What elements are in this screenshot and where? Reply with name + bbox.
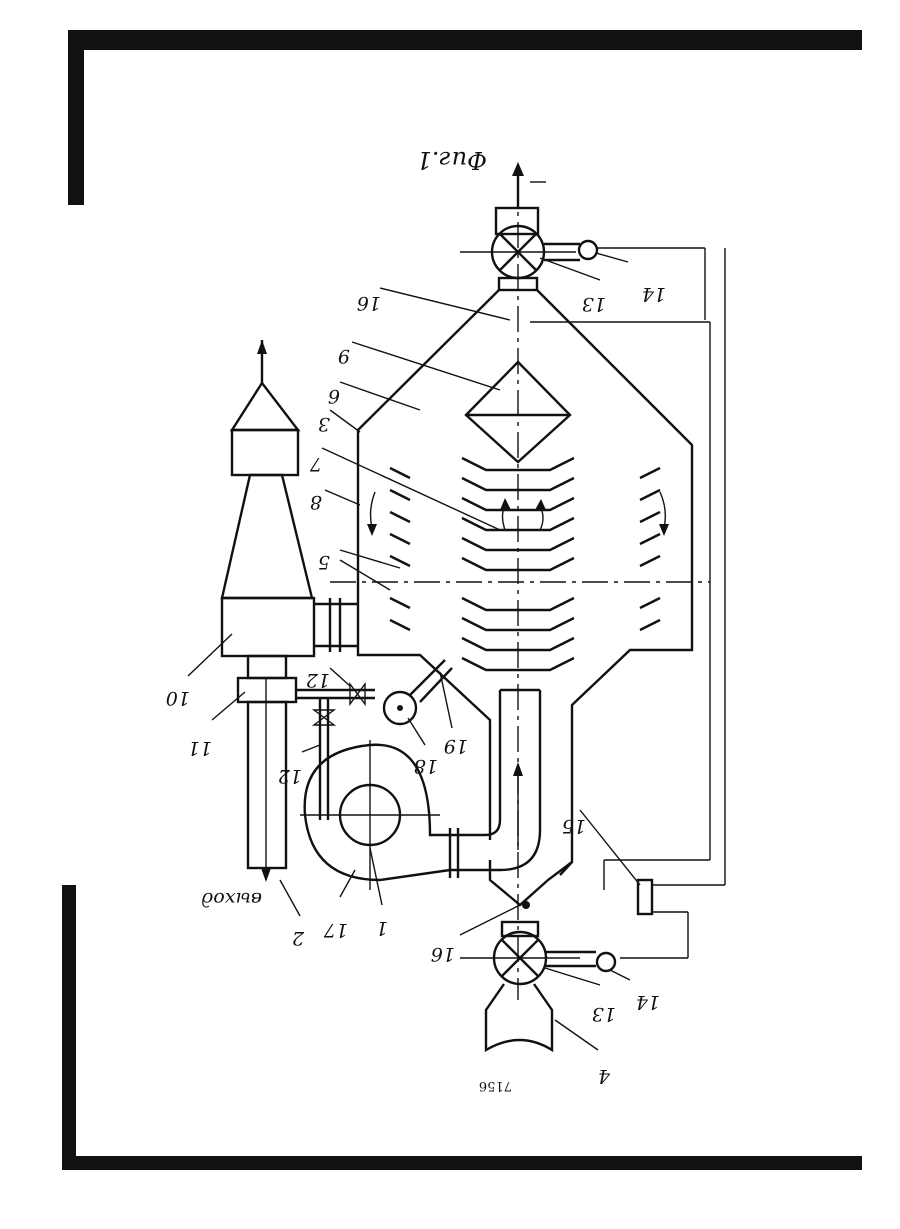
outlet-label: выход [201,888,262,910]
control-lines [530,248,725,958]
rotary-valve-bottom [460,901,615,984]
label-1: 1 [376,917,388,939]
cyclone [222,340,314,882]
feed-hopper [486,984,552,1050]
label-9: 9 [338,345,350,367]
label-4: 4 [598,1065,611,1087]
label-6: 6 [328,385,340,407]
label-11: 11 [188,737,212,759]
feeder-18 [384,660,452,724]
label-10: 10 [166,687,190,709]
label-5: 5 [318,551,330,573]
leader-lines [188,253,640,1050]
label-8: 8 [310,491,322,513]
rotary-valve-top [460,226,597,290]
label-19: 19 [444,735,468,757]
page-number: 7156 [479,1078,512,1093]
piping-12 [296,684,375,820]
label-16-bottom: 16 [431,943,455,965]
label-17: 17 [323,919,348,941]
scan-border [62,30,862,1170]
label-2: 2 [292,927,305,949]
top-outlet [496,162,546,234]
label-14-top: 14 [642,283,666,305]
label-15: 15 [562,815,586,837]
cyclone-inlet-duct [314,598,358,652]
label-18: 18 [414,755,438,777]
label-16-top: 16 [357,292,381,314]
label-13-top: 13 [582,293,606,315]
figure-caption-group: Фиг.1 [417,146,487,174]
separator-housing [330,290,710,905]
label-13-bottom: 13 [592,1003,616,1025]
label-14-bottom: 14 [636,991,660,1013]
label-7: 7 [309,453,322,475]
label-3: 3 [318,413,330,435]
label-12-upper: 12 [306,669,330,691]
figure-caption: Фиг.1 [417,146,487,174]
label-12-lower: 12 [278,765,302,787]
feed-pipe [450,690,540,878]
